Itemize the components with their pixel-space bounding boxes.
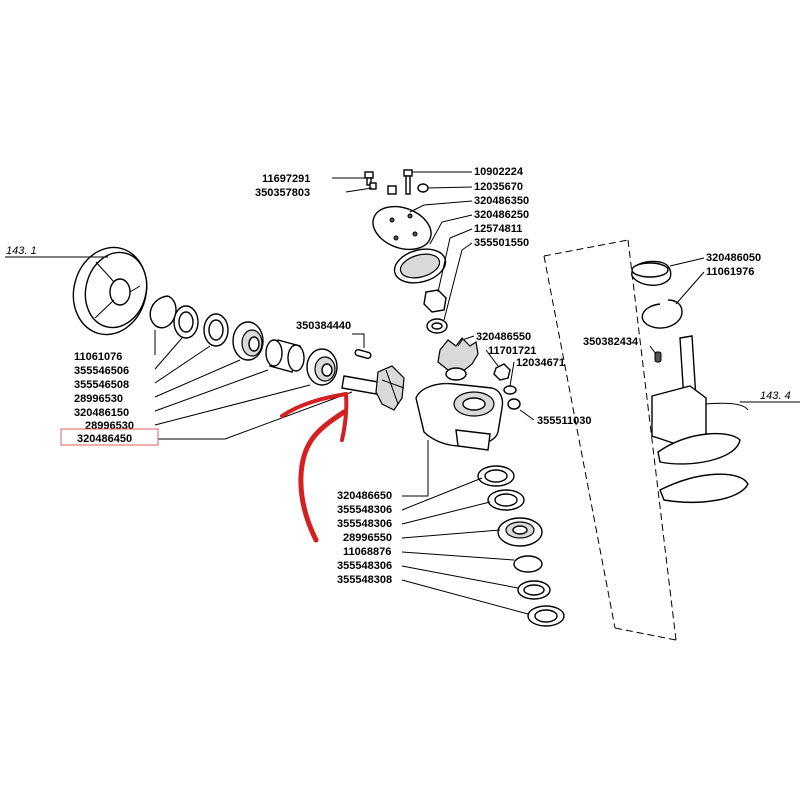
fig-ref-left: 143. 1 [6,245,37,257]
label-320486150: 320486150 [74,407,129,419]
label-355501550: 355501550 [474,237,529,249]
top-screws [364,169,429,195]
circlip-right [641,299,683,329]
label-11061076: 11061076 [74,351,122,363]
label-320486650: 320486650 [337,490,392,502]
label-28996550: 28996550 [343,532,392,544]
lower-rings [477,465,565,627]
label-355546506: 355546506 [74,365,129,377]
label-11697291: 11697291 [262,173,310,185]
label-355548306-b: 355548306 [337,518,392,530]
auger-frame [543,239,677,641]
fig-ref-right: 143. 4 [760,390,791,402]
label-11701721: 11701721 [488,345,536,357]
label-320486050: 320486050 [706,252,761,264]
highlight-box [60,428,159,446]
label-320486350: 320486350 [474,195,529,207]
nut-top [423,289,448,334]
label-355511030: 355511030 [537,415,591,427]
label-350382434: 350382434 [583,336,639,348]
label-320486550: 320486550 [476,331,531,343]
label-320486250: 320486250 [474,209,529,221]
key-pin [354,349,372,359]
label-11061976: 11061976 [706,266,754,278]
cover-plate [372,205,432,251]
leaders-middle [427,335,535,496]
gasket [393,248,447,284]
label-12035670: 12035670 [474,181,523,193]
leaders-right [649,257,705,355]
label-355548308: 355548308 [337,574,392,586]
label-320486450: 320486450 [77,433,132,445]
label-355548306-c: 355548306 [337,560,392,572]
bevel-gear [437,337,479,381]
label-11068876: 11068876 [343,546,391,558]
leaders-left [154,330,365,440]
auger [651,335,800,503]
label-12574811: 12574811 [474,223,522,235]
label-12034671: 12034671 [516,357,565,369]
label-28996530-b: 28996530 [85,420,134,432]
pin-right [654,351,662,363]
label-28996530-a: 28996530 [74,393,123,405]
pulley [5,246,148,336]
spacer-tube [265,339,305,373]
label-355548306-a: 355548306 [337,504,392,516]
label-350384440: 350384440 [296,320,351,332]
bearing-left [232,321,264,361]
label-355546508: 355546508 [74,379,129,391]
leaders-top [332,171,473,321]
circlip-left [149,295,177,329]
label-350357803: 350357803 [255,187,310,199]
auger-cap [631,260,672,286]
bearing-right [306,348,338,386]
label-10902224: 10902224 [474,166,524,178]
red-arrow [280,392,349,543]
small-nut [493,363,521,410]
pinion-shaft [341,365,405,411]
leaders-lower [401,477,529,615]
gear-housing [415,382,504,451]
